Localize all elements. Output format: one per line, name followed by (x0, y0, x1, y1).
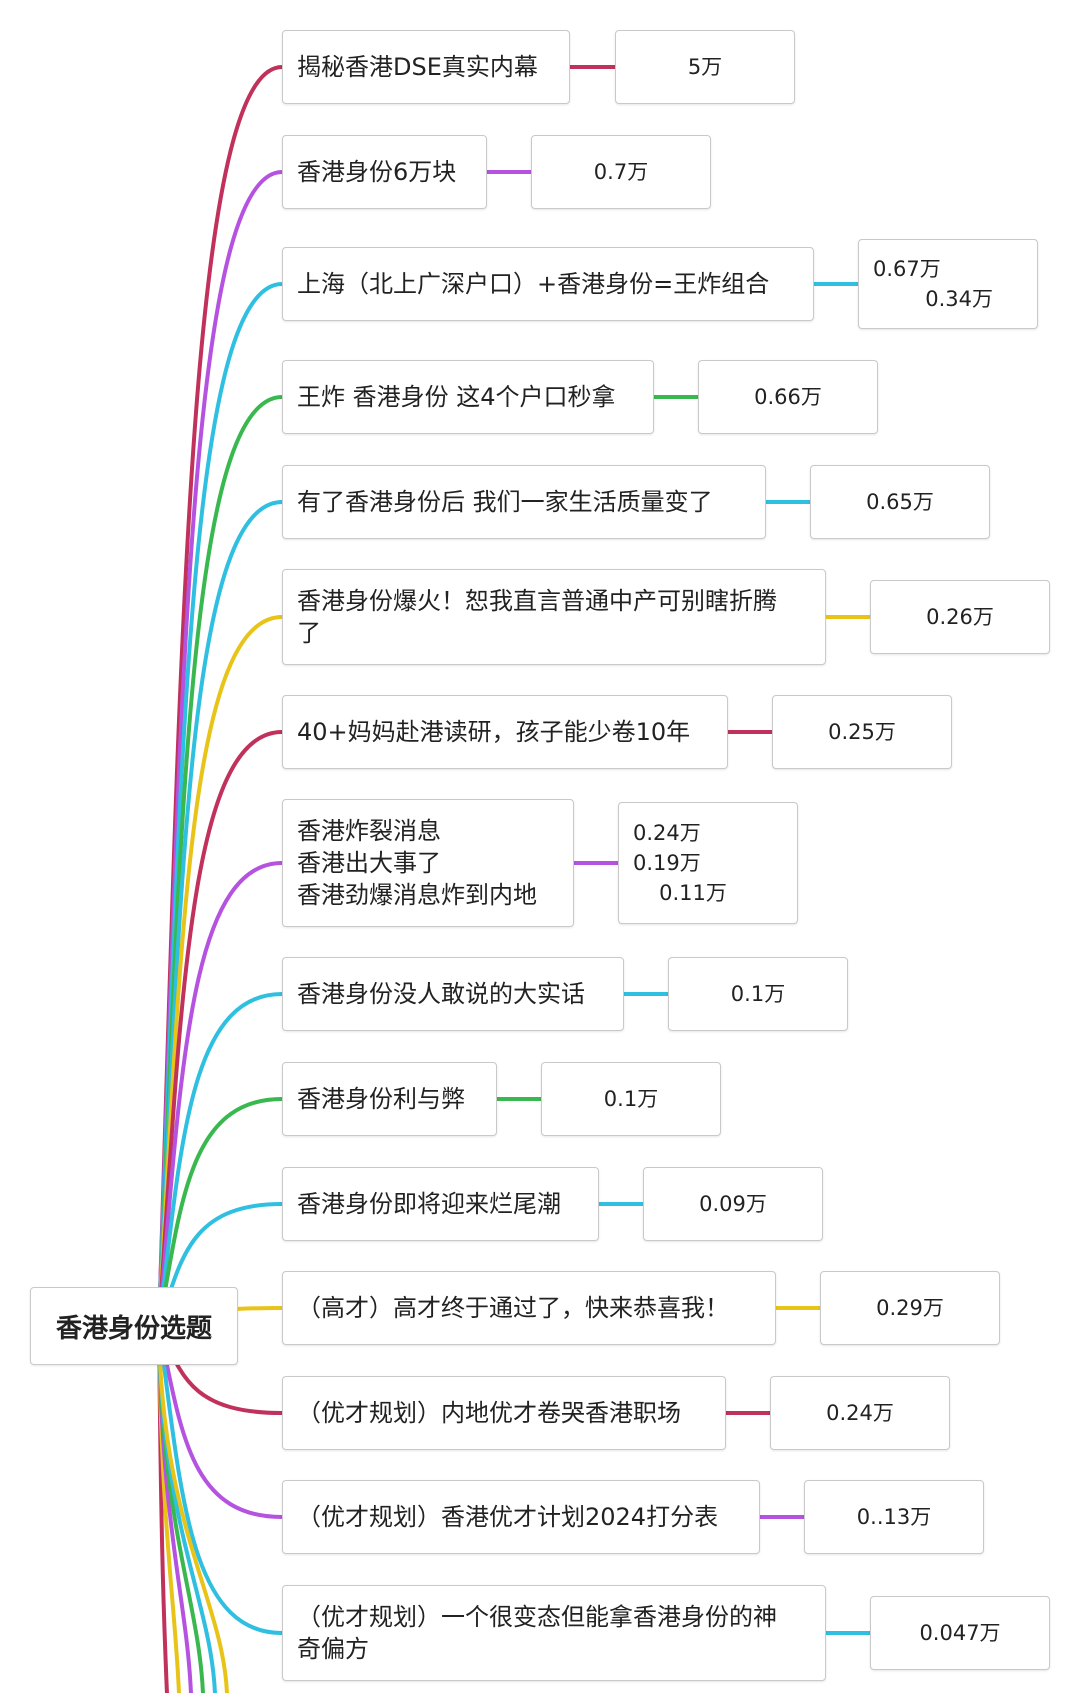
value-label: 0.7万 (593, 160, 649, 184)
value-label: 0.34万 (925, 287, 993, 311)
topic-node[interactable]: 香港炸裂消息 香港出大事了 香港劲爆消息炸到内地 (282, 799, 574, 927)
value-node[interactable]: 0.7万 (531, 135, 711, 209)
topic-node[interactable]: （优才规划）香港优才计划2024打分表 (282, 1480, 760, 1554)
root-label: 香港身份选题 (55, 1313, 212, 1344)
topic-label: 上海（北上广深户口）+香港身份=王炸组合 (297, 270, 770, 298)
offscreen-branch-connector (156, 1324, 229, 1693)
value-label: 0.11万 (659, 881, 727, 905)
topic-label: （优才规划）香港优才计划2024打分表 (297, 1503, 719, 1531)
topic-label: 揭秘香港DSE真实内幕 (297, 53, 538, 81)
value-label: 0.1万 (730, 982, 786, 1006)
topic-node[interactable]: （优才规划）内地优才卷哭香港职场 (282, 1376, 726, 1450)
value-node[interactable]: 0.24万 0.19万 0.11万 (618, 802, 798, 924)
value-label: 5万 (687, 55, 723, 79)
value-label: 0.1万 (603, 1087, 659, 1111)
value-node[interactable]: 0.66万 (698, 360, 878, 434)
topic-label: 香港身份6万块 (297, 158, 457, 186)
value-label: 0.67万 (873, 257, 941, 281)
topic-node[interactable]: 香港身份6万块 (282, 135, 487, 209)
value-node[interactable]: 0.67万 0.34万 (858, 239, 1038, 329)
value-label: 0.047万 (919, 1621, 1001, 1645)
topic-label: （高才）高才终于通过了，快来恭喜我！ (297, 1294, 729, 1322)
value-label: 0.19万 (633, 851, 701, 875)
value-node[interactable]: 0.047万 (870, 1596, 1050, 1670)
value-label: 0.65万 (866, 490, 934, 514)
value-node[interactable]: 0.25万 (772, 695, 952, 769)
value-node[interactable]: 0.09万 (643, 1167, 823, 1241)
value-label: 0.09万 (699, 1192, 767, 1216)
topic-node[interactable]: 有了香港身份后 我们一家生活质量变了 (282, 465, 766, 539)
root-branch-connector (156, 1097, 284, 1328)
root-branch-connector (156, 1324, 284, 1519)
topic-label: （优才规划）一个很变态但能拿香港身份的神 奇偏方 (297, 1603, 777, 1663)
topic-label: 王炸 香港身份 这4个户口秒拿 (297, 383, 616, 411)
topic-node[interactable]: 香港身份没人敢说的大实话 (282, 957, 624, 1031)
topic-node[interactable]: 香港身份利与弊 (282, 1062, 497, 1136)
value-label: 0.66万 (754, 385, 822, 409)
value-node[interactable]: 0..13万 (804, 1480, 984, 1554)
topic-node[interactable]: 香港身份爆火！恕我直言普通中产可别瞎折腾 了 (282, 569, 826, 665)
value-node[interactable]: 0.26万 (870, 580, 1050, 654)
value-label: 0.26万 (926, 605, 994, 629)
value-node[interactable]: 0.1万 (668, 957, 848, 1031)
topic-node[interactable]: （优才规划）一个很变态但能拿香港身份的神 奇偏方 (282, 1585, 826, 1681)
root-branch-connector (156, 1324, 284, 1635)
value-node[interactable]: 5万 (615, 30, 795, 104)
value-label: 0.25万 (828, 720, 896, 744)
topic-label: 香港身份利与弊 (297, 1085, 465, 1113)
topic-node[interactable]: （高才）高才终于通过了，快来恭喜我！ (282, 1271, 776, 1345)
topic-label: 香港身份即将迎来烂尾潮 (297, 1190, 561, 1218)
topic-node[interactable]: 香港身份即将迎来烂尾潮 (282, 1167, 599, 1241)
topic-node[interactable]: 40+妈妈赴港读研，孩子能少卷10年 (282, 695, 728, 769)
topic-label: 有了香港身份后 我们一家生活质量变了 (297, 488, 713, 516)
value-node[interactable]: 0.1万 (541, 1062, 721, 1136)
topic-label: 香港炸裂消息 香港出大事了 香港劲爆消息炸到内地 (297, 817, 537, 909)
value-node[interactable]: 0.29万 (820, 1271, 1000, 1345)
topic-node[interactable]: 王炸 香港身份 这4个户口秒拿 (282, 360, 654, 434)
value-label: 0.24万 (826, 1401, 894, 1425)
topic-label: 40+妈妈赴港读研，孩子能少卷10年 (297, 718, 691, 746)
value-node[interactable]: 0.65万 (810, 465, 990, 539)
value-label: 0.24万 (633, 821, 701, 845)
value-label: 0..13万 (856, 1505, 932, 1529)
topic-label: 香港身份没人敢说的大实话 (297, 980, 585, 1008)
root-branch-connector (156, 730, 284, 1328)
topic-node[interactable]: 上海（北上广深户口）+香港身份=王炸组合 (282, 247, 814, 321)
topic-node[interactable]: 揭秘香港DSE真实内幕 (282, 30, 570, 104)
value-node[interactable]: 0.24万 (770, 1376, 950, 1450)
topic-label: （优才规划）内地优才卷哭香港职场 (297, 1399, 681, 1427)
root-node[interactable]: 香港身份选题 (30, 1287, 238, 1365)
topic-label: 香港身份爆火！恕我直言普通中产可别瞎折腾 了 (297, 587, 777, 647)
root-branch-connector (156, 861, 284, 1328)
value-label: 0.29万 (876, 1296, 944, 1320)
root-branch-connector (156, 992, 284, 1328)
